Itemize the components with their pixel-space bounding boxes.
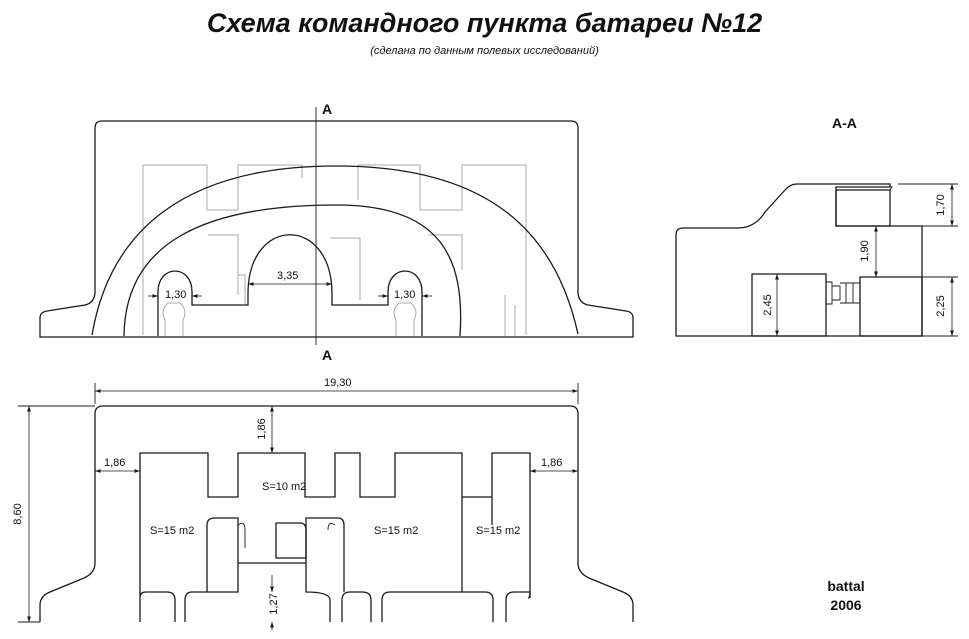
drawing-title: Схема командного пункта батареи №12 (206, 8, 763, 38)
dim-overall-width: 19,30 (324, 377, 352, 389)
front-elevation: А А 1,30 3,35 1,30 (39, 101, 634, 363)
front-wall-line (157, 234, 423, 336)
section-mark-top: А (322, 101, 332, 117)
plan-partition-right (461, 497, 493, 592)
room-center-right-label: S=15 m2 (374, 525, 418, 537)
dim-overall-height: 8,60 (12, 503, 24, 524)
dim-left-wall: 1,86 (104, 457, 125, 469)
section-view: А-А 1,70 2,25 1,90 2,45 (675, 115, 958, 337)
dim-bottom-gap: 1,27 (268, 593, 280, 614)
elevation-outer-contour (39, 120, 634, 338)
plan-partition-left (206, 517, 239, 592)
dim-top-wall: 1,86 (256, 418, 268, 439)
dim-right-wall: 1,86 (541, 457, 562, 469)
section-left-room (751, 273, 827, 337)
plan-pillar-center (275, 522, 307, 559)
inner-arch (123, 204, 462, 337)
author-name: battal (827, 578, 864, 594)
ghost-pillar-right (393, 302, 417, 336)
section-right-room (859, 276, 923, 337)
section-passage (826, 281, 861, 305)
outer-arch (91, 165, 579, 336)
ghost-pillar-left (162, 302, 186, 336)
dim-sec-left: 2,45 (762, 294, 774, 315)
dim-sec-right: 2,25 (935, 295, 947, 316)
room-right-label: S=15 m2 (476, 525, 520, 537)
author-year: 2006 (830, 597, 861, 613)
plan-outer-contour (39, 405, 634, 622)
dim-sec-middle: 1,90 (859, 240, 871, 261)
section-title: А-А (832, 115, 857, 131)
plan-rooms-outline (139, 452, 531, 622)
dim-niche-left: 1,30 (165, 289, 186, 301)
section-top-block (835, 189, 891, 227)
section-mark-bottom: А (322, 347, 332, 363)
plan-view: S=10 m2 S=15 m2 S=15 m2 S=15 m2 19,30 8,… (12, 377, 634, 630)
plan-right-feet (341, 591, 531, 622)
dim-niche-right: 1,30 (394, 289, 415, 301)
room-center-top-label: S=10 m2 (262, 481, 306, 493)
dim-sec-top: 1,70 (935, 194, 947, 215)
section-outline (675, 183, 923, 337)
plan-partition-center (305, 517, 345, 592)
ghost-plan-outline (142, 164, 527, 335)
dim-arch-center: 3,35 (277, 270, 298, 282)
room-left-label: S=15 m2 (150, 525, 194, 537)
drawing-subtitle: (сделана по данным полевых исследований) (370, 45, 599, 57)
